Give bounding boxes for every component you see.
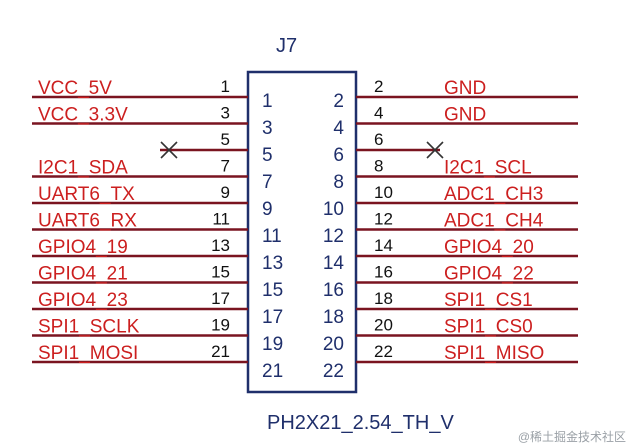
right-pin-column: GND22GND4466I2C1_SCL88ADC1_CH31010ADC1_C… [323,77,578,382]
pin-number: 12 [374,210,393,229]
inner-pin-number: 17 [262,307,283,328]
no-connect-marker [160,141,178,159]
net-label: GPIO4_20 [444,237,534,258]
inner-pin-number: 1 [262,91,273,112]
inner-pin-number: 22 [323,361,344,382]
inner-pin-number: 6 [333,145,344,166]
inner-pin-number: 7 [262,172,273,193]
net-label: SPI1_MISO [444,343,544,364]
net-label: VCC_3.3V [38,105,128,126]
no-connect-marker [426,141,444,159]
net-label: SPI1_CS0 [444,317,533,338]
net-label: GPIO4_19 [38,237,128,258]
pin-number: 6 [374,130,383,149]
pin-number: 18 [374,289,393,308]
net-label: GND [444,78,486,99]
watermark: @稀土掘金技术社区 [518,429,626,444]
net-label: I2C1_SDA [38,158,128,179]
pin-number: 2 [374,77,383,96]
inner-pin-number: 12 [323,226,344,247]
net-label: GPIO4_23 [38,290,128,311]
pin-number: 15 [211,263,230,282]
inner-pin-number: 21 [262,361,283,382]
net-label: UART6_TX [38,184,135,205]
net-label: UART6_RX [38,211,137,232]
net-label: VCC_5V [38,78,112,99]
net-label: GPIO4_21 [38,264,128,285]
pin-number: 17 [211,289,230,308]
pin-number: 21 [211,342,230,361]
pin-number: 10 [374,183,393,202]
inner-pin-number: 13 [262,253,283,274]
inner-pin-number: 4 [333,118,344,139]
net-label: GPIO4_22 [444,264,534,285]
inner-pin-number: 5 [262,145,273,166]
net-label: GND [444,105,486,126]
inner-pin-number: 14 [323,253,345,274]
component-designator: J7 [276,35,297,57]
pin-number: 5 [221,130,230,149]
inner-pin-number: 10 [323,199,344,220]
pin-number: 4 [374,104,383,123]
pin-number: 9 [221,183,230,202]
pin-number: 22 [374,342,393,361]
inner-pin-number: 3 [262,118,273,139]
pin-number: 13 [211,236,230,255]
inner-pin-number: 16 [323,280,344,301]
net-label: ADC1_CH3 [444,184,543,205]
net-label: SPI1_MOSI [38,343,138,364]
net-label: ADC1_CH4 [444,211,544,232]
inner-pin-number: 9 [262,199,273,220]
pin-number: 19 [211,316,230,335]
pin-number: 8 [374,157,383,176]
component-footprint: PH2X21_2.54_TH_V [267,412,454,434]
pin-number: 1 [221,77,230,96]
inner-pin-number: 2 [333,91,344,112]
inner-pin-number: 8 [333,172,344,193]
pin-number: 14 [374,236,393,255]
pin-number: 3 [221,104,230,123]
inner-pin-number: 11 [262,226,282,247]
pin-number: 7 [221,157,230,176]
inner-pin-number: 19 [262,334,283,355]
pin-number: 20 [374,316,393,335]
connector-body [246,70,358,394]
inner-pin-number: 20 [323,334,344,355]
inner-pin-number: 18 [323,307,344,328]
pin-number: 11 [212,210,230,229]
net-label: I2C1_SCL [444,158,532,179]
pin-number: 16 [374,263,393,282]
net-label: SPI1_CS1 [444,290,533,311]
inner-pin-number: 15 [262,280,283,301]
net-label: SPI1_SCLK [38,317,140,338]
